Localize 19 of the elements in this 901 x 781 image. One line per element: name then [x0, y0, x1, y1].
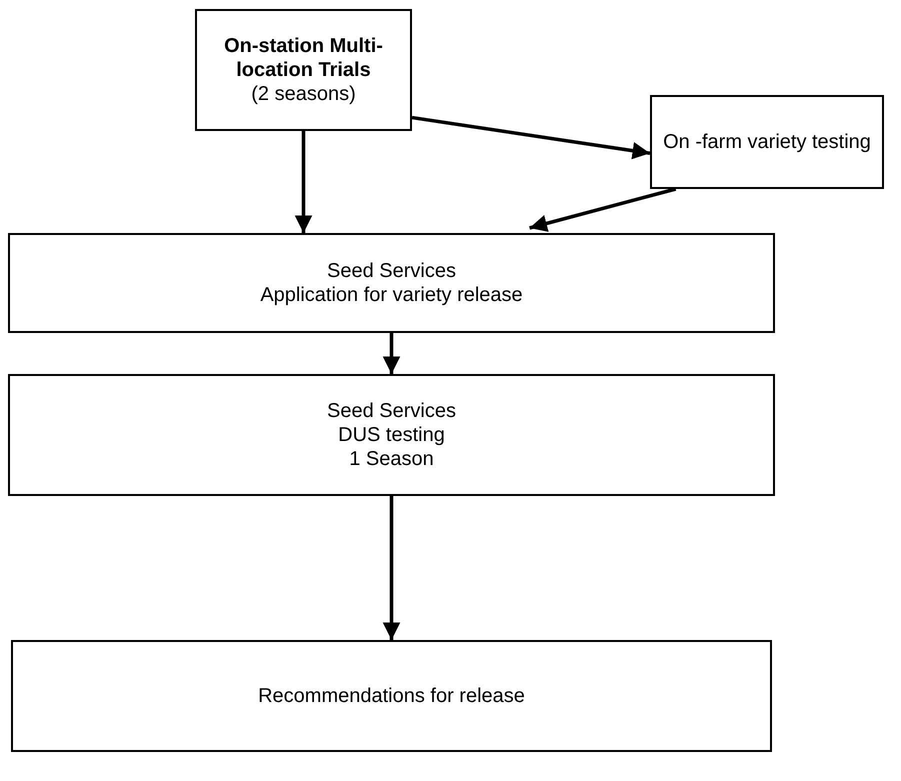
box-text: Seed Services	[327, 259, 456, 283]
box-text: Seed Services	[327, 399, 456, 423]
process-box	[11, 640, 772, 752]
process-box	[650, 95, 884, 189]
box-text: DUS testing	[338, 423, 445, 447]
box-text: Recommendations for release	[258, 684, 525, 708]
box-heading: On-station Multi-location Trials	[223, 34, 384, 82]
box-text: 1 Season	[349, 447, 434, 471]
process-box	[195, 9, 412, 131]
process-box	[8, 233, 775, 333]
arrow	[412, 116, 650, 160]
box-text: (2 seasons)	[251, 82, 356, 106]
arrow	[382, 333, 400, 374]
box-text: On -farm variety testing	[662, 130, 872, 154]
arrow	[294, 131, 312, 233]
process-box	[8, 374, 775, 496]
arrow	[382, 496, 400, 640]
arrow	[529, 187, 676, 232]
box-text: Application for variety release	[260, 283, 523, 307]
